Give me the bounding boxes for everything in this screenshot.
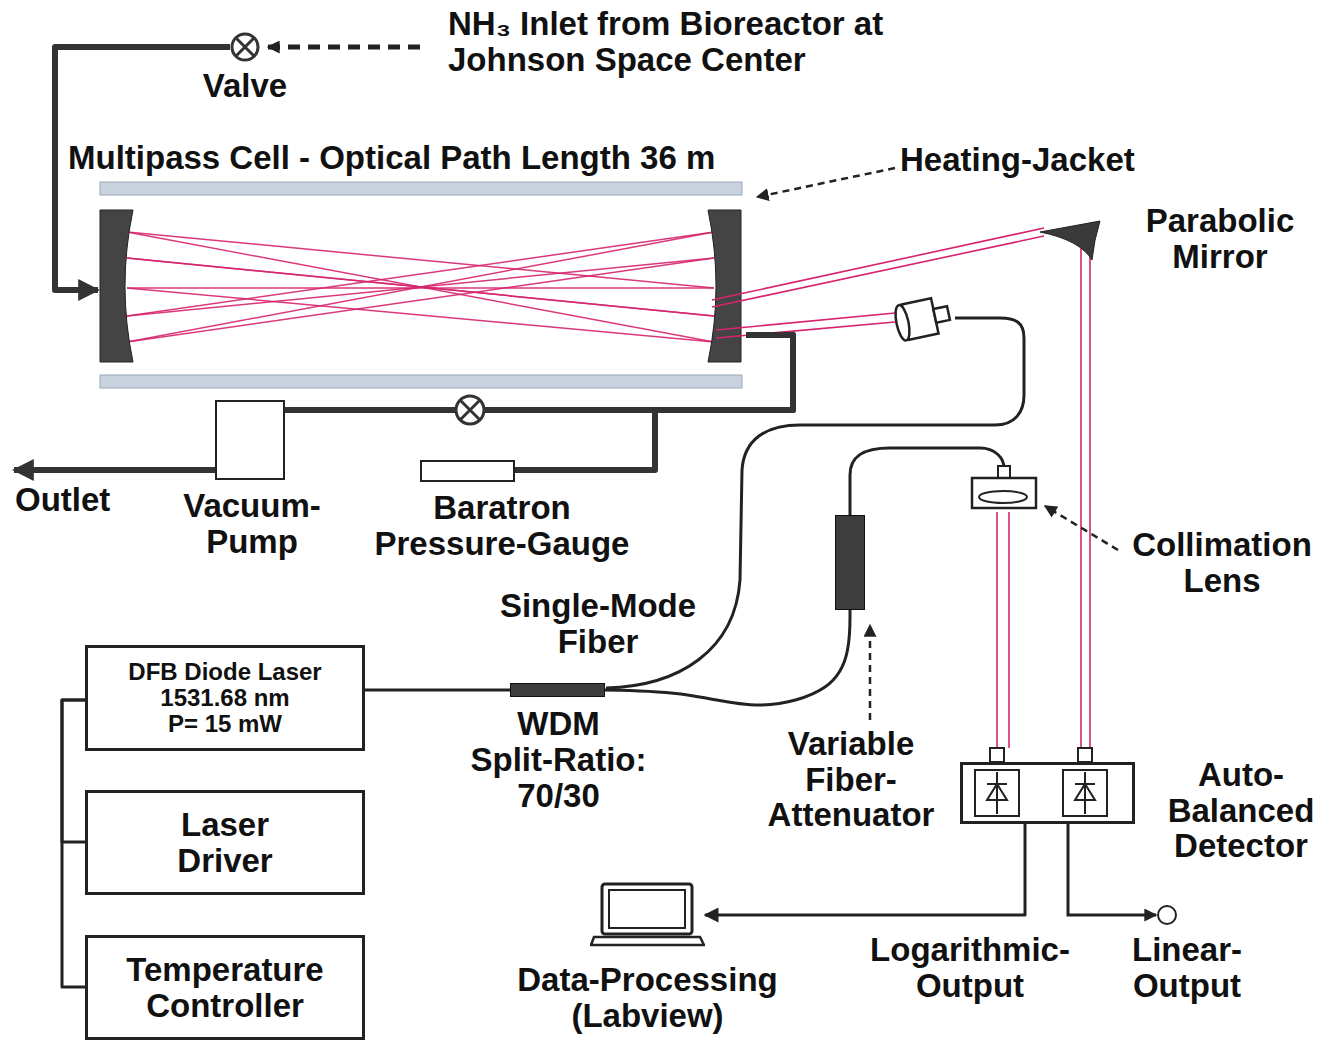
nh3-inlet-arrow [268,45,420,50]
outlet-pipe [14,467,215,473]
fiber-collimator [893,295,952,341]
controller-box: Temperature Controller [85,935,365,1040]
free-space-beams [712,228,1044,300]
node-label: Vacuum- Pump [162,488,342,559]
free-space-beams [712,236,1044,307]
pump-valve [456,396,484,424]
gas-pipe [285,335,793,410]
node-label: Variable Fiber- Attenuator [761,726,941,833]
signal-wire [62,700,85,842]
collimation-lens [979,491,1027,503]
laptop-base [591,937,704,945]
box-text: Laser Driver [150,807,300,878]
box-text: DFB Diode Laser [128,659,321,685]
node-label: Split-Ratio: 70/30 [461,742,656,813]
signal-wire [62,700,85,987]
laser-beams [127,232,714,288]
free-space-beams [1080,242,1082,748]
multipass-cell: Multipass Cell - Optical Path Length 36 … [98,140,746,395]
leader-line [869,625,872,720]
heating-jacket [100,375,742,388]
node-label: Baratron Pressure-Gauge [372,490,632,561]
box-text: Temperature Controller [110,952,340,1023]
valve-symbol [236,38,254,56]
pump-valve [456,396,484,424]
collimation-lens [998,466,1010,478]
pressure-gauge: Baratron Pressure-Gauge [420,460,515,482]
laptop-icon [590,882,705,948]
fiber-to-collimator [606,318,1024,688]
output-label: Logarithmic- Output [860,932,1080,1003]
node-label: Auto- Balanced Detector [1161,757,1321,864]
cell-mirrors [100,210,133,362]
linear-output-wire [1068,824,1156,915]
laser-beams [127,232,714,316]
fiber-attenuator: Variable Fiber- Attenuator [835,515,865,610]
heating-jacket [100,182,742,195]
output-label: Linear- Output [1122,932,1252,1003]
photodiodes [987,772,1007,814]
free-space-beams [1089,240,1091,748]
wdm-coupler: WDMSplit-Ratio: 70/30 [510,683,605,697]
inlet-label: NH₃ Inlet from Bioreactor at Johnson Spa… [448,6,898,77]
optical-fiber [605,610,850,705]
balanced-detector: Auto- Balanced Detector [960,762,1135,824]
laptop-screen [609,890,685,928]
free-space-beams [712,228,1090,748]
valve-icon [230,32,260,62]
leader-line [1045,506,1118,550]
photodiodes [975,748,1107,816]
valve: Valve [230,32,260,62]
pump-valve [460,400,480,420]
free-space-beams [996,512,998,748]
edge-group [55,47,1025,987]
leader-line [757,168,895,197]
box-text: P= 15 mW [168,711,282,737]
node-label: Valve [190,68,300,104]
photodiodes [990,748,1004,762]
laser-beams [127,288,714,342]
laser-beams [127,232,714,342]
fiber-label: Single-Mode Fiber [488,588,708,659]
valve-symbol [232,34,258,60]
node-label: Multipass Cell - Optical Path Length 36 … [68,140,715,176]
callout-label: Parabolic Mirror [1130,203,1310,274]
free-space-beams [716,322,895,338]
free-space-beams [1008,512,1010,748]
optical-fiber [365,689,510,692]
collimation-lens [972,466,1036,508]
outlet-label: Outlet [15,482,110,518]
laptop: Data-Processing (Labview) [590,882,705,948]
cell-mirrors [100,210,741,362]
output-jack [1158,906,1176,924]
cell-mirrors [708,210,741,362]
box-text: 1531.68 nm [160,685,289,711]
photodiodes [1063,770,1107,816]
collimation-lens [972,478,1036,508]
callout-label: Heating-Jacket [900,142,1135,178]
heating-jacket [100,182,742,388]
vacuum-pump: Vacuum- Pump [215,400,285,480]
gas-pipe [515,335,793,470]
photodiodes [1075,772,1095,814]
free-space-beams [716,313,895,330]
node-label: WDM [511,706,606,742]
laser-beams [127,258,714,342]
photodiodes [1078,748,1092,762]
fiber-collimator [893,304,912,342]
callout-label: Collimation Lens [1122,527,1322,598]
signal-wire [705,824,1025,915]
fiber-collimator [933,306,950,323]
node-label: Data-Processing (Labview) [495,962,800,1033]
parabolic-mirror [1040,221,1100,260]
laser-beams [127,232,714,342]
laser-beams [127,232,714,342]
laser-box: DFB Diode Laser1531.68 nmP= 15 mW [85,645,365,751]
laptop-screen [602,884,692,934]
driver-box: Laser Driver [85,790,365,895]
photodiodes [975,770,1019,816]
